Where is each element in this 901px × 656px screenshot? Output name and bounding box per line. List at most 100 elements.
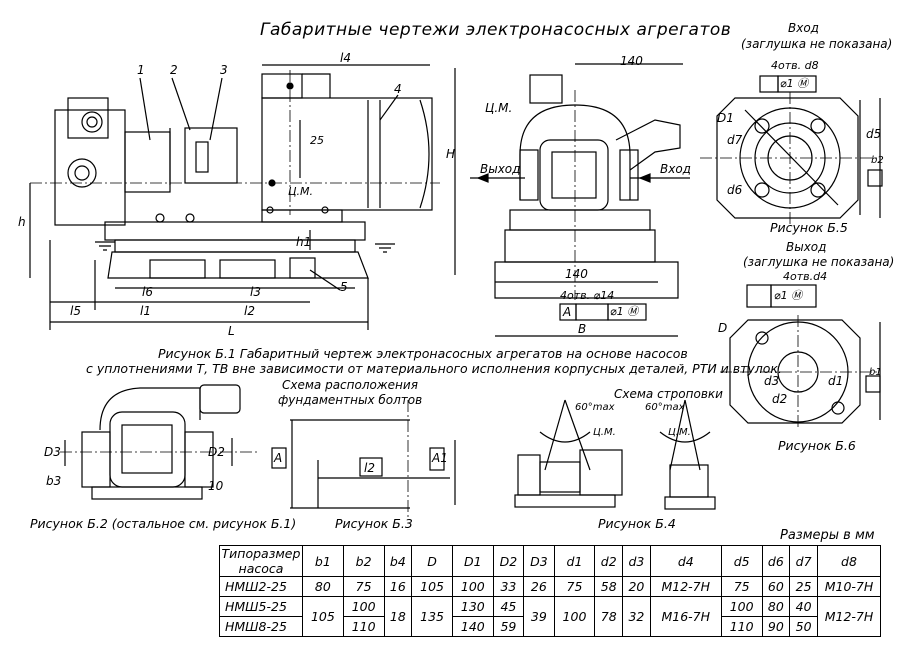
dim-l3: l3 xyxy=(250,285,261,299)
pump-name: НМШ5-25 xyxy=(219,596,303,617)
part-1: 1 xyxy=(137,63,145,77)
cell-d5: 110 xyxy=(720,616,763,637)
dimensions-table: Типоразмер насоса b1 b2 b4 D D1 D2 D3 d1… xyxy=(219,545,881,637)
holes-d4-label: 4отв.d4 xyxy=(783,270,828,283)
dim-d5: d5 xyxy=(866,127,882,141)
caption-fig4: Рисунок Б.4 xyxy=(598,516,676,531)
part-4: 4 xyxy=(394,82,402,96)
figure-b1-side-view xyxy=(29,64,456,330)
header-d5: d5 xyxy=(720,545,763,577)
dim-H: H xyxy=(446,147,456,161)
dim-A: A xyxy=(563,305,572,319)
cell-D3: 26 xyxy=(523,576,555,597)
cell-D1: 130 xyxy=(451,596,494,617)
angle-60-2: 60°max xyxy=(645,402,685,413)
cell-D2: 59 xyxy=(492,616,525,637)
cell-D-merged: 135 xyxy=(411,596,453,637)
dim-25: 25 xyxy=(310,134,324,147)
cell-d2-merged: 78 xyxy=(594,596,624,637)
cell-D: 105 xyxy=(411,576,453,597)
dim-b2: b2 xyxy=(871,155,884,166)
dim-d6: d6 xyxy=(727,183,743,197)
header-d8: d8 xyxy=(817,545,881,577)
cell-d2: 58 xyxy=(594,576,624,597)
units-note: Размеры в мм xyxy=(780,528,875,543)
inlet-label-side: Вход xyxy=(660,162,691,176)
cm-label-fig4-2: Ц.М. xyxy=(668,427,691,438)
inlet-label-top: Вход xyxy=(788,21,819,35)
caption-fig5: Рисунок Б.5 xyxy=(770,220,848,235)
dim-A-fig3: A xyxy=(274,451,283,465)
caption-fig3: Рисунок Б.3 xyxy=(335,516,413,531)
header-b1: b1 xyxy=(302,545,344,577)
dim-A1: A1 xyxy=(432,451,448,465)
tolerance-b1: ⌀1 Ⓜ xyxy=(610,305,639,318)
dim-d7: d7 xyxy=(727,133,743,147)
cell-d6: 80 xyxy=(761,596,791,617)
header-d7: d7 xyxy=(789,545,818,577)
header-pump-type: Типоразмер насоса xyxy=(219,545,303,577)
header-D: D xyxy=(411,545,453,577)
caption-fig2: Рисунок Б.2 (остальное см. рисунок Б.1) xyxy=(30,516,297,531)
cell-b1-merged: 105 xyxy=(302,596,344,637)
cell-b4-merged: 18 xyxy=(383,596,413,637)
pump-name: НМШ2-25 xyxy=(219,576,303,597)
table-row: НМШ2-25 80 75 16 105 100 33 26 75 58 20 … xyxy=(219,576,881,597)
dim-D-b6: D xyxy=(718,321,728,335)
dim-l2: l2 xyxy=(244,304,255,318)
dim-d3: d3 xyxy=(764,374,780,388)
cell-d5: 75 xyxy=(720,576,763,597)
cell-d7: 25 xyxy=(789,576,818,597)
header-b2: b2 xyxy=(342,545,385,577)
header-d1: d1 xyxy=(553,545,596,577)
table-row: НМШ5-25 105 100 18 135 130 45 39 100 78 … xyxy=(219,596,881,637)
dim-D2: D2 xyxy=(208,445,225,459)
cell-d1-merged: 100 xyxy=(553,596,596,637)
figure-b6-flange xyxy=(720,284,881,430)
holes-d8-label: 4отв. d8 xyxy=(771,59,819,72)
cell-b1: 80 xyxy=(302,576,344,597)
cell-d7: 40 xyxy=(789,596,818,617)
cell-d5: 100 xyxy=(720,596,763,617)
cell-d3: 20 xyxy=(622,576,651,597)
dim-l1: l1 xyxy=(140,304,151,318)
sling-scheme-caption: Схема строповки xyxy=(614,387,723,401)
dim-d1: d1 xyxy=(828,374,844,388)
cell-b2: 100 xyxy=(342,596,385,617)
cell-D2: 45 xyxy=(492,596,525,617)
cell-d8: M10-7H xyxy=(817,576,881,597)
cell-d6: 60 xyxy=(761,576,791,597)
tolerance-b6: ⌀1 Ⓜ xyxy=(774,289,803,302)
caption-fig1-line2: с уплотнениями Т, ТВ вне зависимости от … xyxy=(86,361,782,376)
plug-note-top: (заглушка не показана) xyxy=(741,37,893,51)
cell-d4: M12-7H xyxy=(649,576,722,597)
dim-10: 10 xyxy=(208,479,224,493)
dim-D1-b5: D1 xyxy=(717,111,734,125)
dim-140-top: 140 xyxy=(620,54,643,68)
foundation-caption-2: фундаментных болтов xyxy=(278,393,423,407)
drawing-title: Габаритные чертежи электронасосных агрег… xyxy=(260,20,732,40)
angle-60-1: 60°max xyxy=(575,402,615,413)
header-d4: d4 xyxy=(649,545,722,577)
dim-b1: b1 xyxy=(869,367,882,378)
figure-b1-end-view xyxy=(470,63,690,337)
dim-h1: h1 xyxy=(296,235,312,249)
cell-b2: 110 xyxy=(342,616,385,637)
table-header-row: Типоразмер насоса b1 b2 b4 D D1 D2 D3 d1… xyxy=(219,545,881,577)
dim-h: h xyxy=(18,215,26,229)
header-b4: b4 xyxy=(383,545,413,577)
figure-b2-pump-view xyxy=(60,384,260,500)
tolerance-b5: ⌀1 Ⓜ xyxy=(780,77,809,90)
plug-note-mid: (заглушка не показана) xyxy=(743,255,895,269)
header-d3: d3 xyxy=(622,545,651,577)
foundation-caption-1: Схема расположения xyxy=(282,378,418,392)
figure-b5-flange xyxy=(700,75,883,225)
header-d6: d6 xyxy=(761,545,791,577)
cell-d7: 50 xyxy=(789,616,818,637)
dim-d2: d2 xyxy=(772,392,788,406)
part-2: 2 xyxy=(170,63,178,77)
caption-fig1-line1: Рисунок Б.1 Габаритный чертеж электронас… xyxy=(158,346,688,361)
caption-fig6: Рисунок Б.6 xyxy=(778,438,856,453)
table-row: НМШ8-25 110 140 59 110 90 50 xyxy=(219,616,881,637)
